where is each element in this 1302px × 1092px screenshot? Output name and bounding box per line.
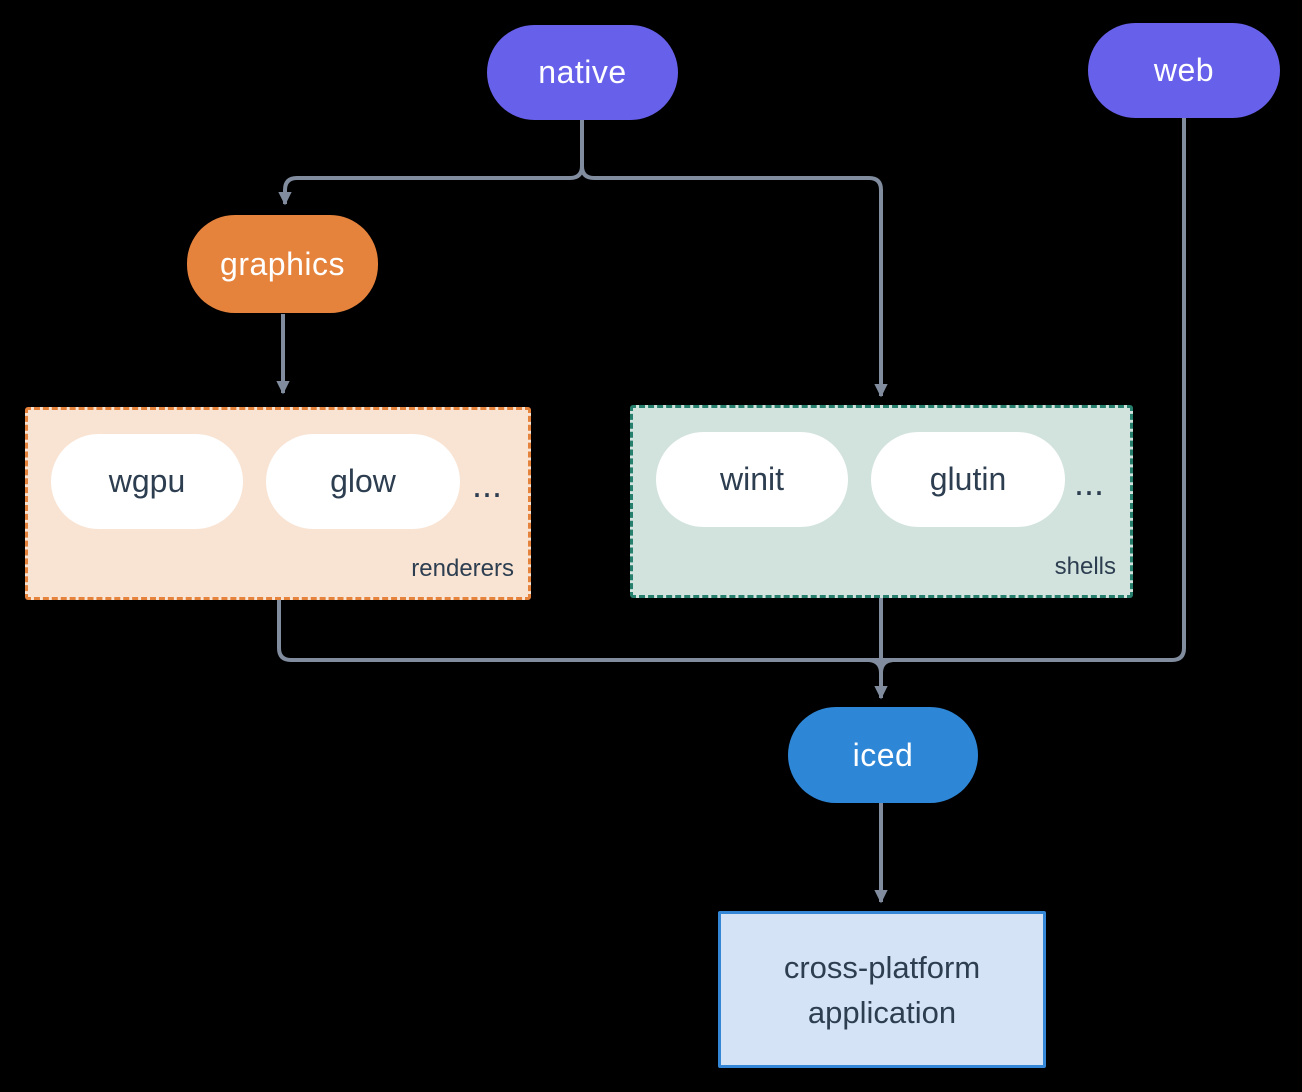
edge-renderers-merge	[277, 600, 881, 662]
node-wgpu: wgpu	[51, 434, 243, 529]
renderers-ellipsis: ...	[471, 464, 502, 505]
application-label-line2: application	[807, 994, 957, 1030]
node-glow-label: glow	[330, 463, 396, 499]
renderers-group-label: renderers	[411, 555, 514, 582]
application-label-line1: cross-platform	[783, 949, 981, 985]
group-shells: winit glutin ... shells	[630, 405, 1133, 598]
node-native-label: native	[538, 54, 627, 90]
group-renderers: wgpu glow ... renderers	[25, 407, 531, 600]
node-glutin-label: glutin	[929, 461, 1007, 497]
merge-fillet-right	[879, 658, 894, 674]
node-native: native	[487, 25, 678, 120]
node-iced-label: iced	[852, 736, 914, 773]
node-glow: glow	[266, 434, 460, 529]
node-winit-label: winit	[719, 461, 784, 497]
node-graphics-label: graphics	[220, 245, 345, 282]
node-iced: iced	[788, 707, 978, 803]
shells-group-label: shells	[1054, 553, 1116, 580]
node-glutin: glutin	[871, 432, 1065, 527]
merge-fillet-left	[868, 658, 883, 674]
node-winit: winit	[656, 432, 848, 527]
node-web: web	[1088, 23, 1280, 118]
node-wgpu-label: wgpu	[108, 463, 186, 499]
shells-ellipsis: ...	[1073, 462, 1104, 503]
node-web-label: web	[1153, 52, 1215, 88]
edge-native-graphics	[278, 120, 584, 206]
edge-native-shells	[580, 120, 888, 398]
node-graphics: graphics	[187, 215, 378, 313]
node-cross-platform-application: cross-platform application	[718, 911, 1046, 1068]
